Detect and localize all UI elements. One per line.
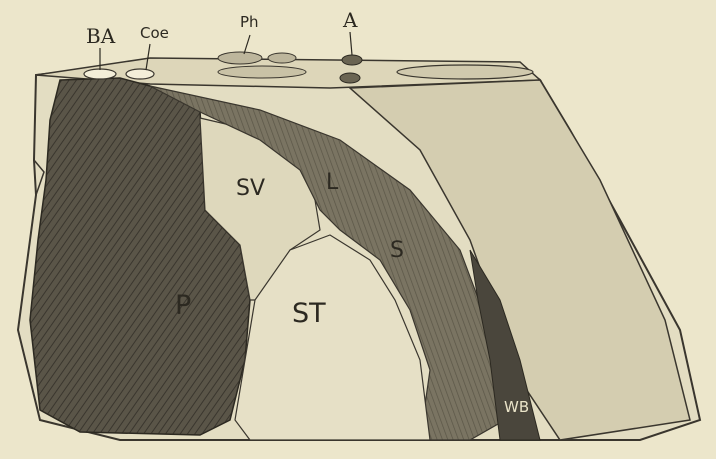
label-sv: SV bbox=[236, 178, 265, 200]
opening-a-2 bbox=[340, 73, 360, 83]
label-p: P bbox=[175, 292, 191, 319]
label-l: L bbox=[326, 172, 338, 194]
leader-a bbox=[350, 32, 352, 55]
label-s: S bbox=[390, 240, 404, 262]
opening-ph-1 bbox=[218, 52, 262, 64]
label-ph: Ph bbox=[240, 15, 259, 30]
label-wb: WB bbox=[504, 400, 529, 415]
opening-ph-2 bbox=[268, 53, 296, 63]
opening-ph-3 bbox=[218, 66, 306, 78]
opening-coe bbox=[126, 69, 154, 79]
label-ba: BA bbox=[86, 26, 115, 46]
opening-a-1 bbox=[342, 55, 362, 65]
label-a: A bbox=[343, 10, 357, 30]
opening-right bbox=[397, 65, 533, 79]
opening-ba bbox=[84, 69, 116, 79]
leader-ph bbox=[244, 35, 250, 54]
label-st: ST bbox=[292, 300, 326, 327]
label-coe: Coe bbox=[140, 26, 169, 41]
